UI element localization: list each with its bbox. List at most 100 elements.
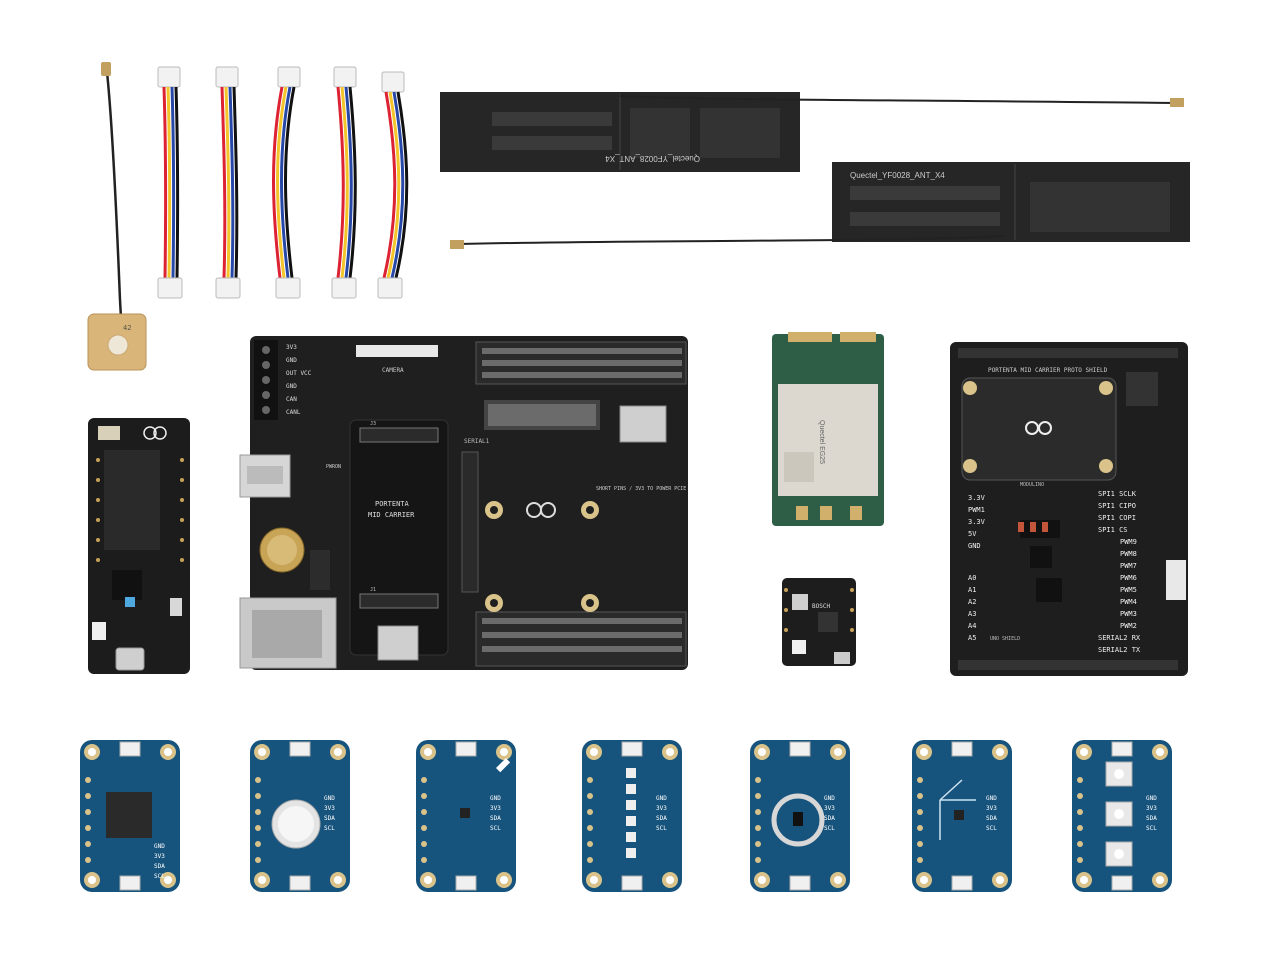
modem-label: Quectel EG25 — [818, 420, 825, 464]
pin-label: 3V3 — [154, 853, 165, 860]
rail-label: 5V — [968, 530, 977, 538]
pin-label: SDA — [324, 815, 335, 822]
pin-label: PWM3 — [1120, 610, 1137, 618]
mid-carrier-board: 3V3 GND OUT VCC GND CAN CANL CAMERA J3 J… — [239, 336, 688, 670]
flex-antenna-2: Quectel_YF0028_ANT_X4 — [450, 162, 1190, 249]
qwiic-cable — [215, 66, 241, 299]
pin-label: SDA — [824, 815, 835, 822]
rail-label: 3.3V — [968, 518, 986, 526]
pin-label: GND — [986, 795, 997, 802]
arduino-logo — [526, 502, 556, 518]
pin-label: SCL — [986, 825, 997, 832]
pin-label: GND — [154, 843, 165, 850]
pin-label: SPI1 COPI — [1098, 514, 1136, 522]
pin-label: SCL — [824, 825, 835, 832]
analog-label: A5 — [968, 634, 976, 642]
power-label: 3V3 — [286, 344, 297, 351]
pin-label: GND — [324, 795, 335, 802]
j1-label: J1 — [370, 587, 376, 593]
pwron-label: PWRON — [326, 464, 341, 470]
pin-label: GND — [490, 795, 501, 802]
pin-label: PWM8 — [1120, 550, 1137, 558]
pin-label: GND — [656, 795, 667, 802]
pin-label: SCL — [154, 873, 165, 880]
analog-label: A4 — [968, 622, 976, 630]
carrier-name: PORTENTA — [375, 500, 410, 508]
gps-antenna: 42 — [87, 62, 147, 371]
pin-label: 3V3 — [324, 805, 335, 812]
power-label: CAN — [286, 396, 297, 403]
pin-label: PWM4 — [1120, 598, 1137, 606]
pin-label: PWM2 — [1120, 622, 1137, 630]
power-label: OUT VCC — [286, 370, 312, 377]
portenta-board — [88, 418, 190, 674]
pin-label: 3V3 — [656, 805, 667, 812]
power-label: GND — [286, 357, 297, 364]
pin-label: GND — [1146, 795, 1157, 802]
modulino-thermo: GND 3V3 SDA SCL — [415, 739, 517, 893]
shield-title: PORTENTA MID CARRIER PROTO SHIELD — [988, 367, 1108, 374]
uno-shield-label: UNO SHIELD — [990, 636, 1020, 642]
rail-label: 3.3V — [968, 494, 986, 502]
svg-text:42: 42 — [123, 324, 131, 332]
rail-label: GND — [968, 542, 981, 550]
modulino-label: MODULINO — [1020, 482, 1044, 488]
modulino-knob: GND 3V3 SDA SCL — [249, 739, 351, 893]
qwiic-cable — [331, 66, 357, 299]
pin-label: SDA — [986, 815, 997, 822]
proto-shield: PORTENTA MID CARRIER PROTO SHIELD MODULI… — [950, 342, 1188, 676]
j3-label: J3 — [370, 421, 376, 427]
serial-label: SERIAL1 — [464, 438, 490, 445]
qwiic-cables — [157, 66, 409, 299]
pin-label: SCL — [490, 825, 501, 832]
pin-label: SCL — [656, 825, 667, 832]
pin-label: 3V3 — [490, 805, 501, 812]
modulino-movement: GND 3V3 SDA SCL — [911, 739, 1013, 893]
power-label: GND — [286, 383, 297, 390]
camera-label: CAMERA — [382, 367, 404, 374]
cellular-modem: Quectel EG25 — [772, 332, 884, 526]
pin-label: 3V3 — [824, 805, 835, 812]
pin-label: PWM9 — [1120, 538, 1137, 546]
pin-label: 3V3 — [1146, 805, 1157, 812]
modulino-row: GND 3V3 SDA SCL GND 3V3 SDA SCL GND — [79, 739, 1173, 893]
qwiic-cable — [272, 66, 301, 299]
pin-label: SDA — [490, 815, 501, 822]
sensor-label: BOSCH — [812, 603, 830, 610]
qwiic-cable — [157, 66, 183, 299]
pin-label: GND — [824, 795, 835, 802]
pin-label: SDA — [656, 815, 667, 822]
analog-label: A3 — [968, 610, 976, 618]
modulino-buttons: GND 3V3 SDA SCL — [1071, 739, 1173, 893]
arduino-logo — [1025, 421, 1052, 435]
analog-label: A2 — [968, 598, 976, 606]
pin-label: PWM5 — [1120, 586, 1137, 594]
flex-antenna-1: Quectel_YF0028_ANT_X4 — [440, 92, 1184, 172]
pin-label: SDA — [1146, 815, 1157, 822]
pin-label: SCL — [1146, 825, 1157, 832]
pin-label: SCL — [324, 825, 335, 832]
pin-label: SERIAL2 RX — [1098, 634, 1141, 642]
rail-label: PWM1 — [968, 506, 985, 514]
qwiic-cable — [377, 71, 409, 299]
pin-label: PWM6 — [1120, 574, 1137, 582]
pin-label: SPI1 CS — [1098, 526, 1128, 534]
modulino-distance: GND 3V3 SDA SCL — [749, 739, 851, 893]
pin-label: 3V3 — [986, 805, 997, 812]
antenna-label: Quectel_YF0028_ANT_X4 — [850, 171, 945, 180]
pin-label: SPI1 CIPO — [1098, 502, 1136, 510]
analog-label: A0 — [968, 574, 976, 582]
pin-label: PWM7 — [1120, 562, 1137, 570]
pin-label: SERIAL2 TX — [1098, 646, 1141, 654]
power-label: CANL — [286, 409, 301, 416]
pin-label: SDA — [154, 863, 165, 870]
antenna-label: Quectel_YF0028_ANT_X4 — [605, 154, 700, 163]
analog-label: A1 — [968, 586, 976, 594]
carrier-subtitle: MID CARRIER — [368, 511, 415, 519]
nicla-sense-board: BOSCH — [782, 578, 856, 666]
pin-label: SPI1 SCLK — [1098, 490, 1137, 498]
modulino-led-strip: GND 3V3 SDA SCL — [581, 739, 683, 893]
modulino-pixels: GND 3V3 SDA SCL — [79, 739, 181, 893]
